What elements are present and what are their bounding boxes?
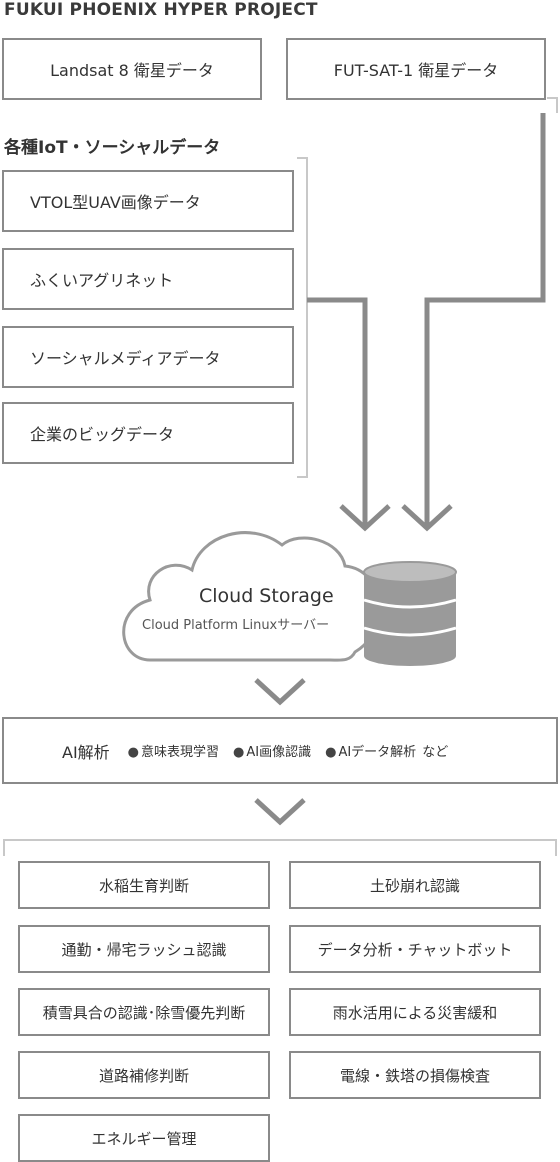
use-case-label: 土砂崩れ認識 bbox=[369, 876, 460, 895]
ai-analysis-box: AI解析 ●意味表現学習 ●AI画像認識 ●AIデータ解析 など bbox=[2, 717, 558, 784]
bullet-icon: ● bbox=[127, 745, 140, 760]
use-case-label: 道路補修判断 bbox=[98, 1066, 189, 1085]
use-case-label: データ分析・チャットボット bbox=[317, 940, 513, 959]
chevron-down-icon bbox=[254, 798, 306, 826]
use-case-box: 土砂崩れ認識 bbox=[289, 861, 541, 909]
use-case-box: 電線・鉄塔の損傷検査 bbox=[289, 1051, 541, 1099]
iot-item: ふくいアグリネット bbox=[2, 248, 294, 310]
use-case-label: 雨水活用による災害緩和 bbox=[332, 1003, 498, 1022]
use-case-box: 雨水活用による災害緩和 bbox=[289, 988, 541, 1036]
use-case-box: 道路補修判断 bbox=[18, 1051, 270, 1099]
iot-section-title: 各種IoT・ソーシャルデータ bbox=[4, 138, 221, 158]
iot-item: 企業のビッグデータ bbox=[2, 402, 294, 464]
ai-tail: など bbox=[422, 745, 449, 760]
iot-connector bbox=[307, 297, 368, 525]
chevron-down-icon bbox=[254, 678, 306, 706]
ai-item: ●AI画像認識 bbox=[233, 741, 311, 760]
database-icon bbox=[363, 561, 457, 666]
use-case-box: 水稲生育判断 bbox=[18, 861, 270, 909]
cloud-icon bbox=[122, 531, 381, 662]
ai-item: ●意味表現学習 bbox=[128, 741, 219, 760]
use-case-box: 通勤・帰宅ラッシュ認識 bbox=[18, 925, 270, 973]
cloud-storage-title: Cloud Storage bbox=[199, 585, 334, 607]
use-case-label: 電線・鉄塔の損傷検査 bbox=[339, 1066, 490, 1085]
use-case-box: データ分析・チャットボット bbox=[289, 925, 541, 973]
ai-item: ●AIデータ解析 bbox=[325, 741, 416, 760]
cloud-storage-subtitle: Cloud Platform Linuxサーバー bbox=[142, 618, 330, 633]
ai-item-label: 意味表現学習 bbox=[141, 745, 220, 760]
page-title: FUKUI PHOENIX HYPER PROJECT bbox=[4, 0, 318, 20]
iot-item-label: ふくいアグリネット bbox=[30, 271, 174, 290]
iot-item: ソーシャルメディアデータ bbox=[2, 326, 294, 388]
use-case-box: 積雪具合の認識･除雪優先判断 bbox=[18, 988, 270, 1036]
iot-item-label: VTOL型UAV画像データ bbox=[30, 193, 201, 212]
bullet-icon: ● bbox=[325, 745, 337, 760]
use-case-label: 通勤・帰宅ラッシュ認識 bbox=[61, 940, 227, 959]
satellite-label: Landsat 8 衛星データ bbox=[50, 61, 214, 80]
bullet-icon: ● bbox=[233, 745, 245, 760]
use-case-box: エネルギー管理 bbox=[18, 1114, 270, 1162]
satellite-connector bbox=[424, 113, 546, 525]
use-case-label: エネルギー管理 bbox=[91, 1129, 197, 1148]
ai-label: AI解析 bbox=[62, 742, 110, 762]
use-case-label: 水稲生育判断 bbox=[98, 876, 189, 895]
iot-arrowhead bbox=[339, 504, 391, 532]
ai-item-label: AI画像認識 bbox=[246, 745, 312, 760]
satellite-box-landsat: Landsat 8 衛星データ bbox=[2, 38, 262, 100]
iot-bracket bbox=[297, 157, 308, 478]
use-case-label: 積雪具合の認識･除雪優先判断 bbox=[42, 1003, 246, 1022]
uses-bracket bbox=[3, 839, 557, 856]
satellite-bracket bbox=[547, 97, 558, 113]
iot-item-label: ソーシャルメディアデータ bbox=[30, 349, 221, 368]
iot-item-label: 企業のビッグデータ bbox=[30, 425, 175, 444]
iot-item: VTOL型UAV画像データ bbox=[2, 170, 294, 232]
ai-item-label: AIデータ解析 bbox=[338, 745, 417, 760]
satellite-label: FUT-SAT-1 衛星データ bbox=[333, 61, 499, 80]
satellite-box-futsat: FUT-SAT-1 衛星データ bbox=[286, 38, 546, 100]
satellite-arrowhead bbox=[401, 504, 453, 532]
